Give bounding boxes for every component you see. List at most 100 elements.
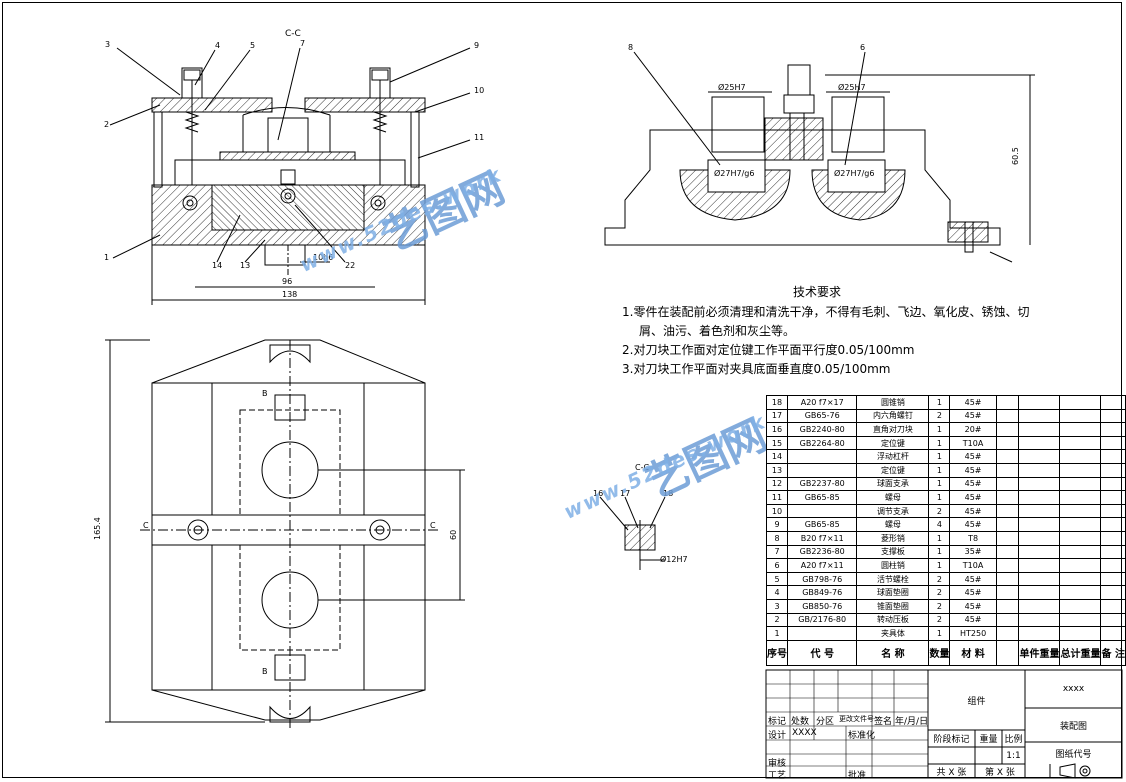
bom-cell-unit bbox=[1018, 585, 1061, 600]
svg-text:5: 5 bbox=[250, 41, 255, 50]
svg-text:1: 1 bbox=[104, 253, 109, 262]
bom-h-total: 总计重量 bbox=[1059, 639, 1102, 666]
bom-cell-blank bbox=[995, 544, 1020, 560]
bom-cell-note bbox=[1100, 544, 1126, 560]
tb-qianming: 签名 bbox=[874, 717, 893, 727]
tb-gongyi: 工艺 bbox=[768, 771, 787, 781]
bom-cell-name: 夹具体 bbox=[856, 626, 930, 641]
bom-h-no: 序号 bbox=[766, 639, 788, 666]
tech-line-3: 3.对刀块工作平面对夹具底面垂直度0.05/100mm bbox=[622, 362, 891, 376]
bom-cell-code: GB2240-80 bbox=[786, 422, 858, 437]
bom-cell-total bbox=[1059, 626, 1102, 641]
svg-text:3: 3 bbox=[105, 40, 110, 49]
bom-cell-code bbox=[786, 626, 858, 641]
bom-h-code: 代 号 bbox=[786, 639, 858, 666]
bom-cell-unit bbox=[1018, 408, 1061, 424]
bom-cell-name: 球面支承 bbox=[856, 476, 930, 492]
bom-cell-name: 菱形销 bbox=[856, 530, 930, 546]
projection-symbol-icon bbox=[1059, 763, 1091, 779]
tb-sheji: 设计 bbox=[768, 731, 787, 741]
tb-di: 第 X 张 bbox=[985, 767, 1015, 778]
svg-text:2: 2 bbox=[104, 120, 109, 129]
bom-cell-qty: 1 bbox=[928, 462, 951, 478]
bom-h-unit: 单件重量 bbox=[1018, 639, 1061, 666]
bom-cell-total bbox=[1059, 598, 1102, 614]
bom-cell-blank bbox=[995, 422, 1020, 437]
bom-cell-total bbox=[1059, 449, 1102, 464]
bom-cell-note bbox=[1100, 598, 1126, 614]
bom-cell-material: 45# bbox=[949, 517, 997, 532]
bom-cell-qty: 1 bbox=[928, 395, 951, 410]
clamp-plate-left bbox=[151, 97, 273, 113]
bore-top-left: Ø25H7 bbox=[718, 82, 746, 92]
bom-cell-name: 定位键 bbox=[856, 435, 930, 451]
bom-cell-material: 45# bbox=[949, 462, 997, 478]
bom-cell-code: A20 f7×11 bbox=[786, 558, 858, 573]
svg-text:14: 14 bbox=[212, 261, 222, 270]
bom-cell-code: GB65-76 bbox=[786, 408, 858, 424]
bom-cell-code: GB/2176-80 bbox=[786, 612, 858, 628]
tb-fenqu: 分区 bbox=[816, 717, 835, 727]
bom-cell-unit bbox=[1018, 422, 1061, 437]
bom-cell-material: 45# bbox=[949, 585, 997, 600]
bom-cell-code: GB798-76 bbox=[786, 571, 858, 587]
svg-text:16: 16 bbox=[593, 489, 603, 498]
bom-cell-qty: 1 bbox=[928, 544, 951, 560]
bom-cell-total bbox=[1059, 517, 1102, 532]
bom-cell-material: 45# bbox=[949, 449, 997, 464]
svg-text:13: 13 bbox=[240, 261, 250, 270]
bom-cell-name: 支撑板 bbox=[856, 544, 930, 560]
bom-h-material: 材 料 bbox=[949, 639, 997, 666]
bom-cell-code: GB65-85 bbox=[786, 490, 858, 505]
bom-cell-no: 17 bbox=[766, 408, 788, 424]
bom-cell-note bbox=[1100, 517, 1126, 532]
bom-cell-no: 4 bbox=[766, 585, 788, 600]
bom-cell-qty: 2 bbox=[928, 503, 951, 519]
bom-cell-note bbox=[1100, 435, 1126, 451]
bom-cell-no: 7 bbox=[766, 544, 788, 560]
bom-cell-material: 35# bbox=[949, 544, 997, 560]
bom-cell-total bbox=[1059, 571, 1102, 587]
bom-cell-total bbox=[1059, 395, 1102, 410]
bom-cell-blank bbox=[995, 626, 1020, 641]
bom-cell-total bbox=[1059, 558, 1102, 573]
bom-h-name: 名 称 bbox=[856, 639, 930, 666]
bom-cell-name: 锥面垫圈 bbox=[856, 598, 930, 614]
tb-nianyueri: 年/月/日 bbox=[895, 717, 929, 727]
bom-cell-unit bbox=[1018, 571, 1061, 587]
bom-cell-total bbox=[1059, 422, 1102, 437]
bom-cell-unit bbox=[1018, 544, 1061, 560]
bom-cell-note bbox=[1100, 585, 1126, 600]
bom-cell-no: 14 bbox=[766, 449, 788, 464]
bom-cell-code bbox=[786, 503, 858, 519]
tb-bili: 比例 bbox=[1004, 735, 1023, 745]
tb-gong: 共 X 张 bbox=[936, 767, 967, 778]
bom-cell-unit bbox=[1018, 598, 1061, 614]
bom-cell-blank bbox=[995, 585, 1020, 600]
mark-b-bottom: B bbox=[262, 667, 268, 676]
bom-cell-note bbox=[1100, 490, 1126, 505]
bom-cell-blank bbox=[995, 503, 1020, 519]
detail-bore: Ø12H7 bbox=[660, 554, 688, 564]
bom-cell-material: 45# bbox=[949, 598, 997, 614]
bom-cell-code: A20 f7×17 bbox=[786, 395, 858, 410]
bom-cell-note bbox=[1100, 449, 1126, 464]
bom-cell-blank bbox=[995, 395, 1020, 410]
bom-cell-total bbox=[1059, 530, 1102, 546]
tb-jieduan: 阶段标记 bbox=[933, 735, 970, 745]
bom-cell-total bbox=[1059, 408, 1102, 424]
bom-cell-qty: 1 bbox=[928, 626, 951, 641]
bom-cell-total bbox=[1059, 462, 1102, 478]
bom-cell-name: 转动压板 bbox=[856, 612, 930, 628]
bom-cell-no: 18 bbox=[766, 395, 788, 410]
bom-cell-note bbox=[1100, 503, 1126, 519]
bom-cell-name: 活节螺栓 bbox=[856, 571, 930, 587]
bom-cell-unit bbox=[1018, 435, 1061, 451]
bom-cell-total bbox=[1059, 435, 1102, 451]
dim-138: 138 bbox=[282, 290, 297, 299]
bom-cell-unit bbox=[1018, 612, 1061, 628]
